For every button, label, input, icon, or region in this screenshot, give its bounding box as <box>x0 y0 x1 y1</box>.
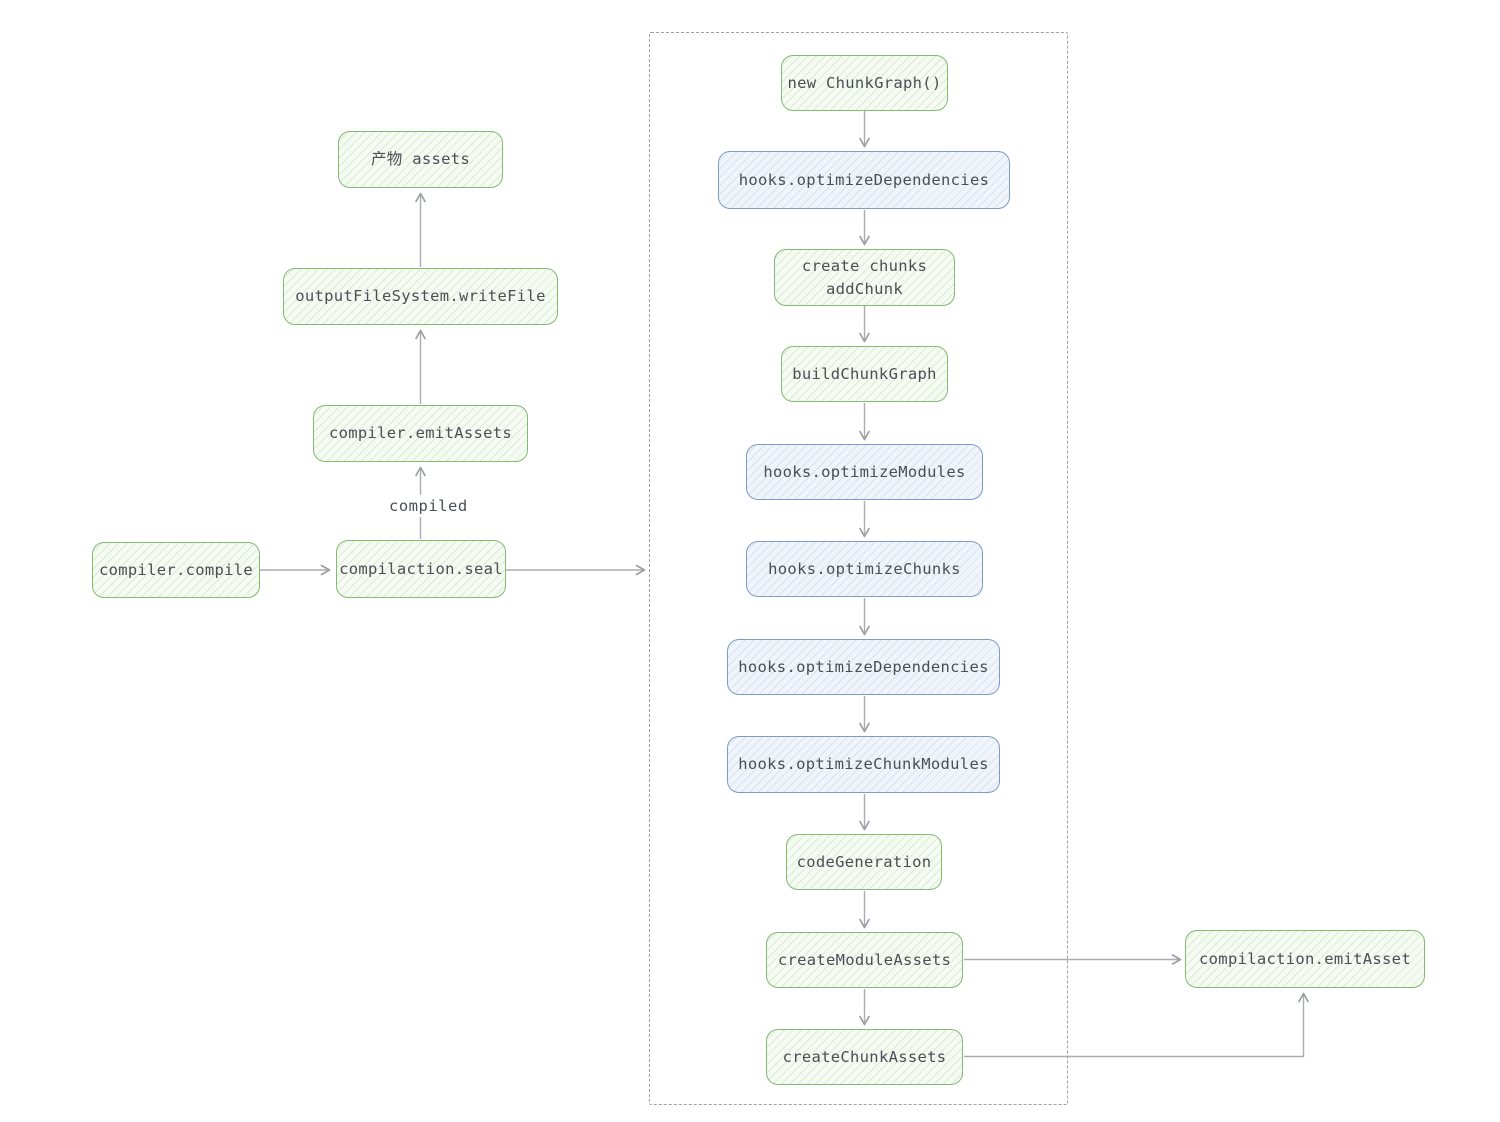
node-compilaction-seal: compilaction.seal <box>336 540 506 598</box>
node-hooks-optimize-dependencies-1: hooks.optimizeDependencies <box>718 151 1010 209</box>
node-compilaction-emit-asset: compilaction.emitAsset <box>1185 930 1425 988</box>
node-hooks-optimize-chunk-modules: hooks.optimizeChunkModules <box>727 736 1000 793</box>
node-new-chunk-graph: new ChunkGraph() <box>781 55 948 111</box>
compiled-edge-label: compiled <box>384 495 473 517</box>
create-chunks-line2: addChunk <box>825 279 904 298</box>
node-create-module-assets: createModuleAssets <box>766 932 963 988</box>
node-compiler-compile: compiler.compile <box>92 542 260 598</box>
node-hooks-optimize-modules: hooks.optimizeModules <box>746 444 983 500</box>
node-hooks-optimize-dependencies-2: hooks.optimizeDependencies <box>727 639 1000 695</box>
node-code-generation: codeGeneration <box>786 834 942 890</box>
create-chunks-line1: create chunks <box>801 257 928 276</box>
node-compiler-emit-assets: compiler.emitAssets <box>313 405 528 462</box>
seal-phase-container <box>649 32 1068 1105</box>
node-assets: 产物 assets <box>338 131 503 188</box>
node-build-chunk-graph: buildChunkGraph <box>781 346 948 402</box>
node-create-chunks-add-chunk: create chunks addChunk <box>774 249 955 306</box>
node-hooks-optimize-chunks: hooks.optimizeChunks <box>746 541 983 597</box>
node-create-chunk-assets: createChunkAssets <box>766 1029 963 1085</box>
node-output-filesystem-writefile: outputFileSystem.writeFile <box>283 268 558 325</box>
